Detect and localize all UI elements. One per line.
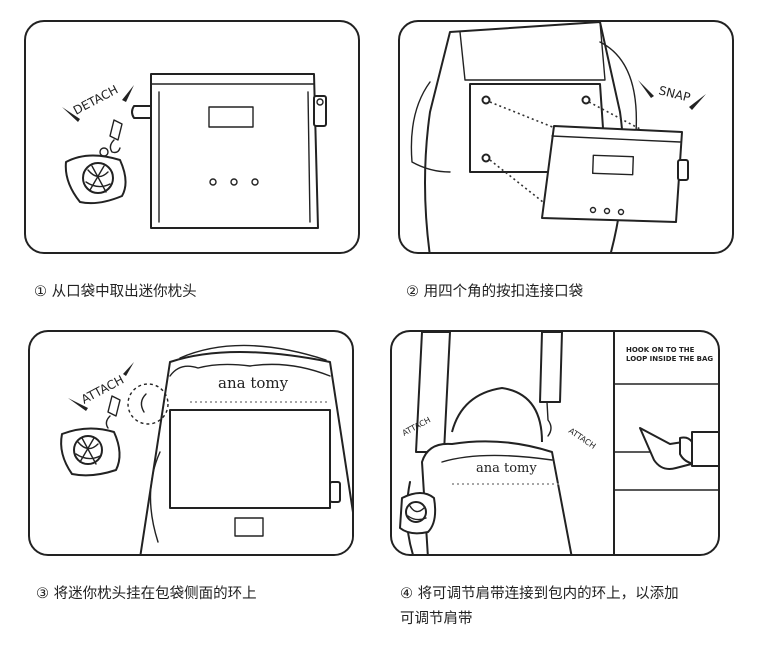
inset-note-line2: LOOP INSIDE THE BAG <box>626 355 713 363</box>
step-2-caption: ② 用四个角的按扣连接口袋 <box>406 279 583 305</box>
detach-label: DETACH <box>71 82 121 117</box>
step-1-panel: DETACH <box>24 20 360 254</box>
step-4-caption-line2: 可调节肩带 <box>400 606 473 632</box>
brand-label: ana tomy <box>218 374 289 392</box>
step-4-caption-line1: ④ 将可调节肩带连接到包内的环上，以添加 <box>400 581 679 607</box>
step-3-caption: ③ 将迷你枕头挂在包袋侧面的环上 <box>36 581 257 607</box>
step-1-caption: ① 从口袋中取出迷你枕头 <box>34 279 197 305</box>
step-2-panel: SNAP <box>398 20 734 254</box>
step-3-panel: ana tomy ATTACH <box>28 330 354 556</box>
step-4-panel: ana tomy ATTACH ATTACH HOOK ON TO THE LO… <box>390 330 720 556</box>
attach-right-label: ATTACH <box>567 426 598 451</box>
step-1-illustration: DETACH <box>26 22 360 254</box>
step-3-illustration: ana tomy ATTACH <box>30 332 354 556</box>
snap-label: SNAP <box>657 83 691 104</box>
step-4-illustration: ana tomy ATTACH ATTACH HOOK ON TO THE LO… <box>392 332 720 556</box>
inset-note-line1: HOOK ON TO THE <box>626 346 695 354</box>
brand-label: ana tomy <box>476 461 537 476</box>
step-2-illustration: SNAP <box>400 22 734 254</box>
